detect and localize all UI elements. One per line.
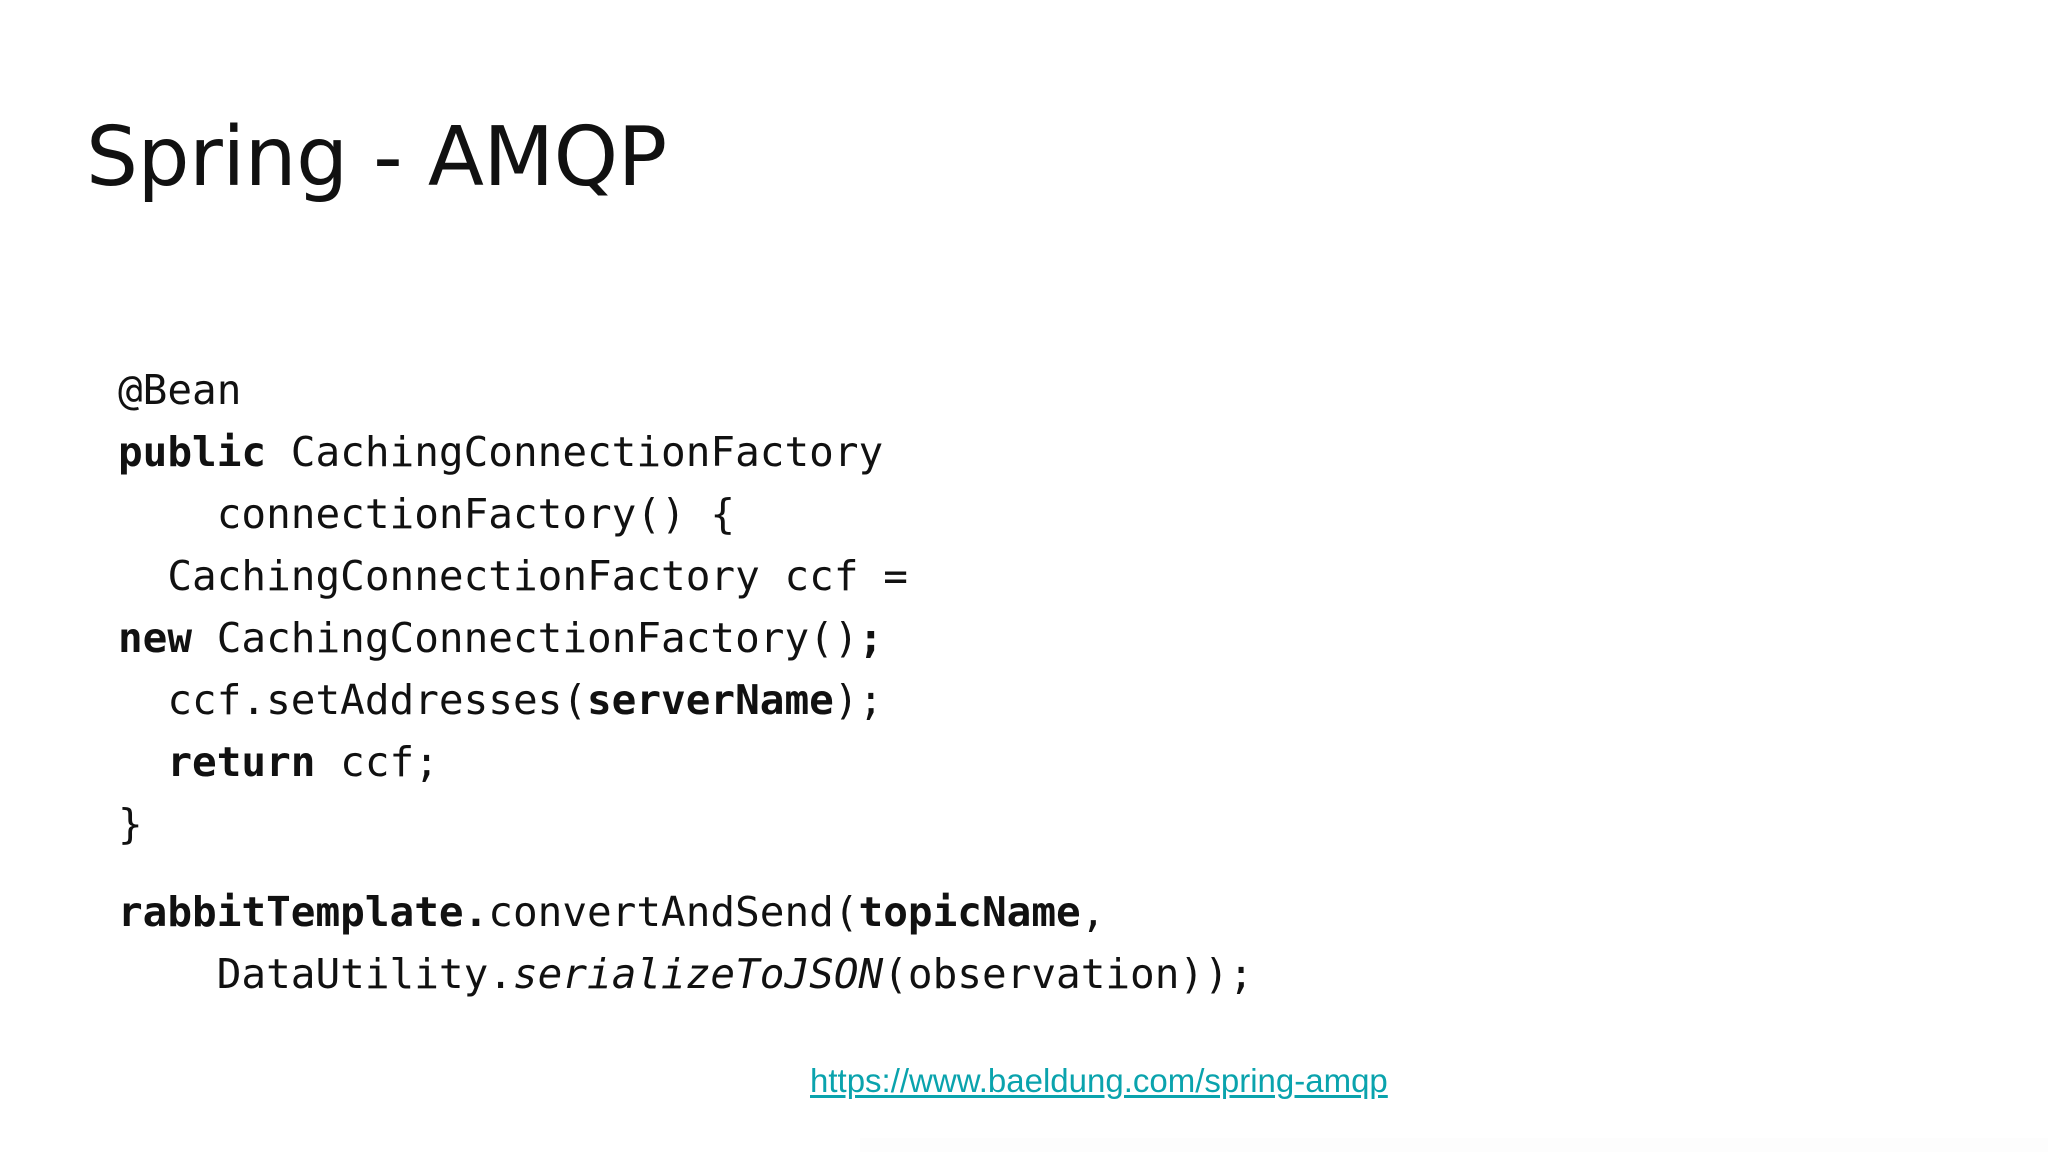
line-annotation-bean: @Bean xyxy=(118,359,1253,421)
code-token: topicName xyxy=(858,888,1081,936)
code-token: ); xyxy=(833,676,884,724)
line-declare-ccf: CachingConnectionFactory ccf = xyxy=(118,545,1253,607)
slide-bottom-edge xyxy=(860,1138,2048,1152)
code-token: @Bean xyxy=(118,366,242,414)
line-new-ccf: new CachingConnectionFactory(); xyxy=(118,607,1253,669)
code-token: public xyxy=(118,428,267,476)
code-token: (observation)); xyxy=(883,950,1254,998)
code-token: CachingConnectionFactory xyxy=(266,428,884,476)
line-convert-and-send: rabbitTemplate.convertAndSend(topicName, xyxy=(118,881,1253,943)
code-token: CachingConnectionFactory() xyxy=(192,614,859,662)
code-token: new xyxy=(118,614,193,662)
code-token: CachingConnectionFactory ccf = xyxy=(118,552,908,600)
code-token: return xyxy=(167,738,316,786)
code-token xyxy=(118,738,167,786)
code-token: rabbitTemplate. xyxy=(118,888,489,936)
line-set-addresses: ccf.setAddresses(serverName); xyxy=(118,669,1253,731)
code-token: connectionFactory() { xyxy=(118,490,736,538)
source-link[interactable]: https://www.baeldung.com/spring-amqp xyxy=(810,1062,1388,1099)
line-serialize-json: DataUtility.serializeToJSON(observation)… xyxy=(118,943,1254,1005)
code-token: serverName xyxy=(587,676,834,724)
code-token: serializeToJSON xyxy=(512,950,884,998)
code-block: @Bean public CachingConnectionFactory con… xyxy=(118,359,1253,1005)
line-return-ccf: return ccf; xyxy=(118,731,1253,793)
code-token: convertAndSend( xyxy=(488,888,859,936)
line-public-signature: public CachingConnectionFactory xyxy=(118,421,1253,483)
line-spacer xyxy=(118,855,1253,881)
code-token: DataUtility. xyxy=(118,950,513,998)
code-token: ccf.setAddresses( xyxy=(118,676,587,724)
code-token: , xyxy=(1080,888,1106,936)
line-close-brace: } xyxy=(118,793,1253,855)
code-token: } xyxy=(118,800,143,848)
code-token: ccf; xyxy=(315,738,439,786)
line-method-name: connectionFactory() { xyxy=(118,483,1253,545)
code-token: ; xyxy=(858,614,884,662)
page-title: Spring - AMQP xyxy=(86,109,667,205)
